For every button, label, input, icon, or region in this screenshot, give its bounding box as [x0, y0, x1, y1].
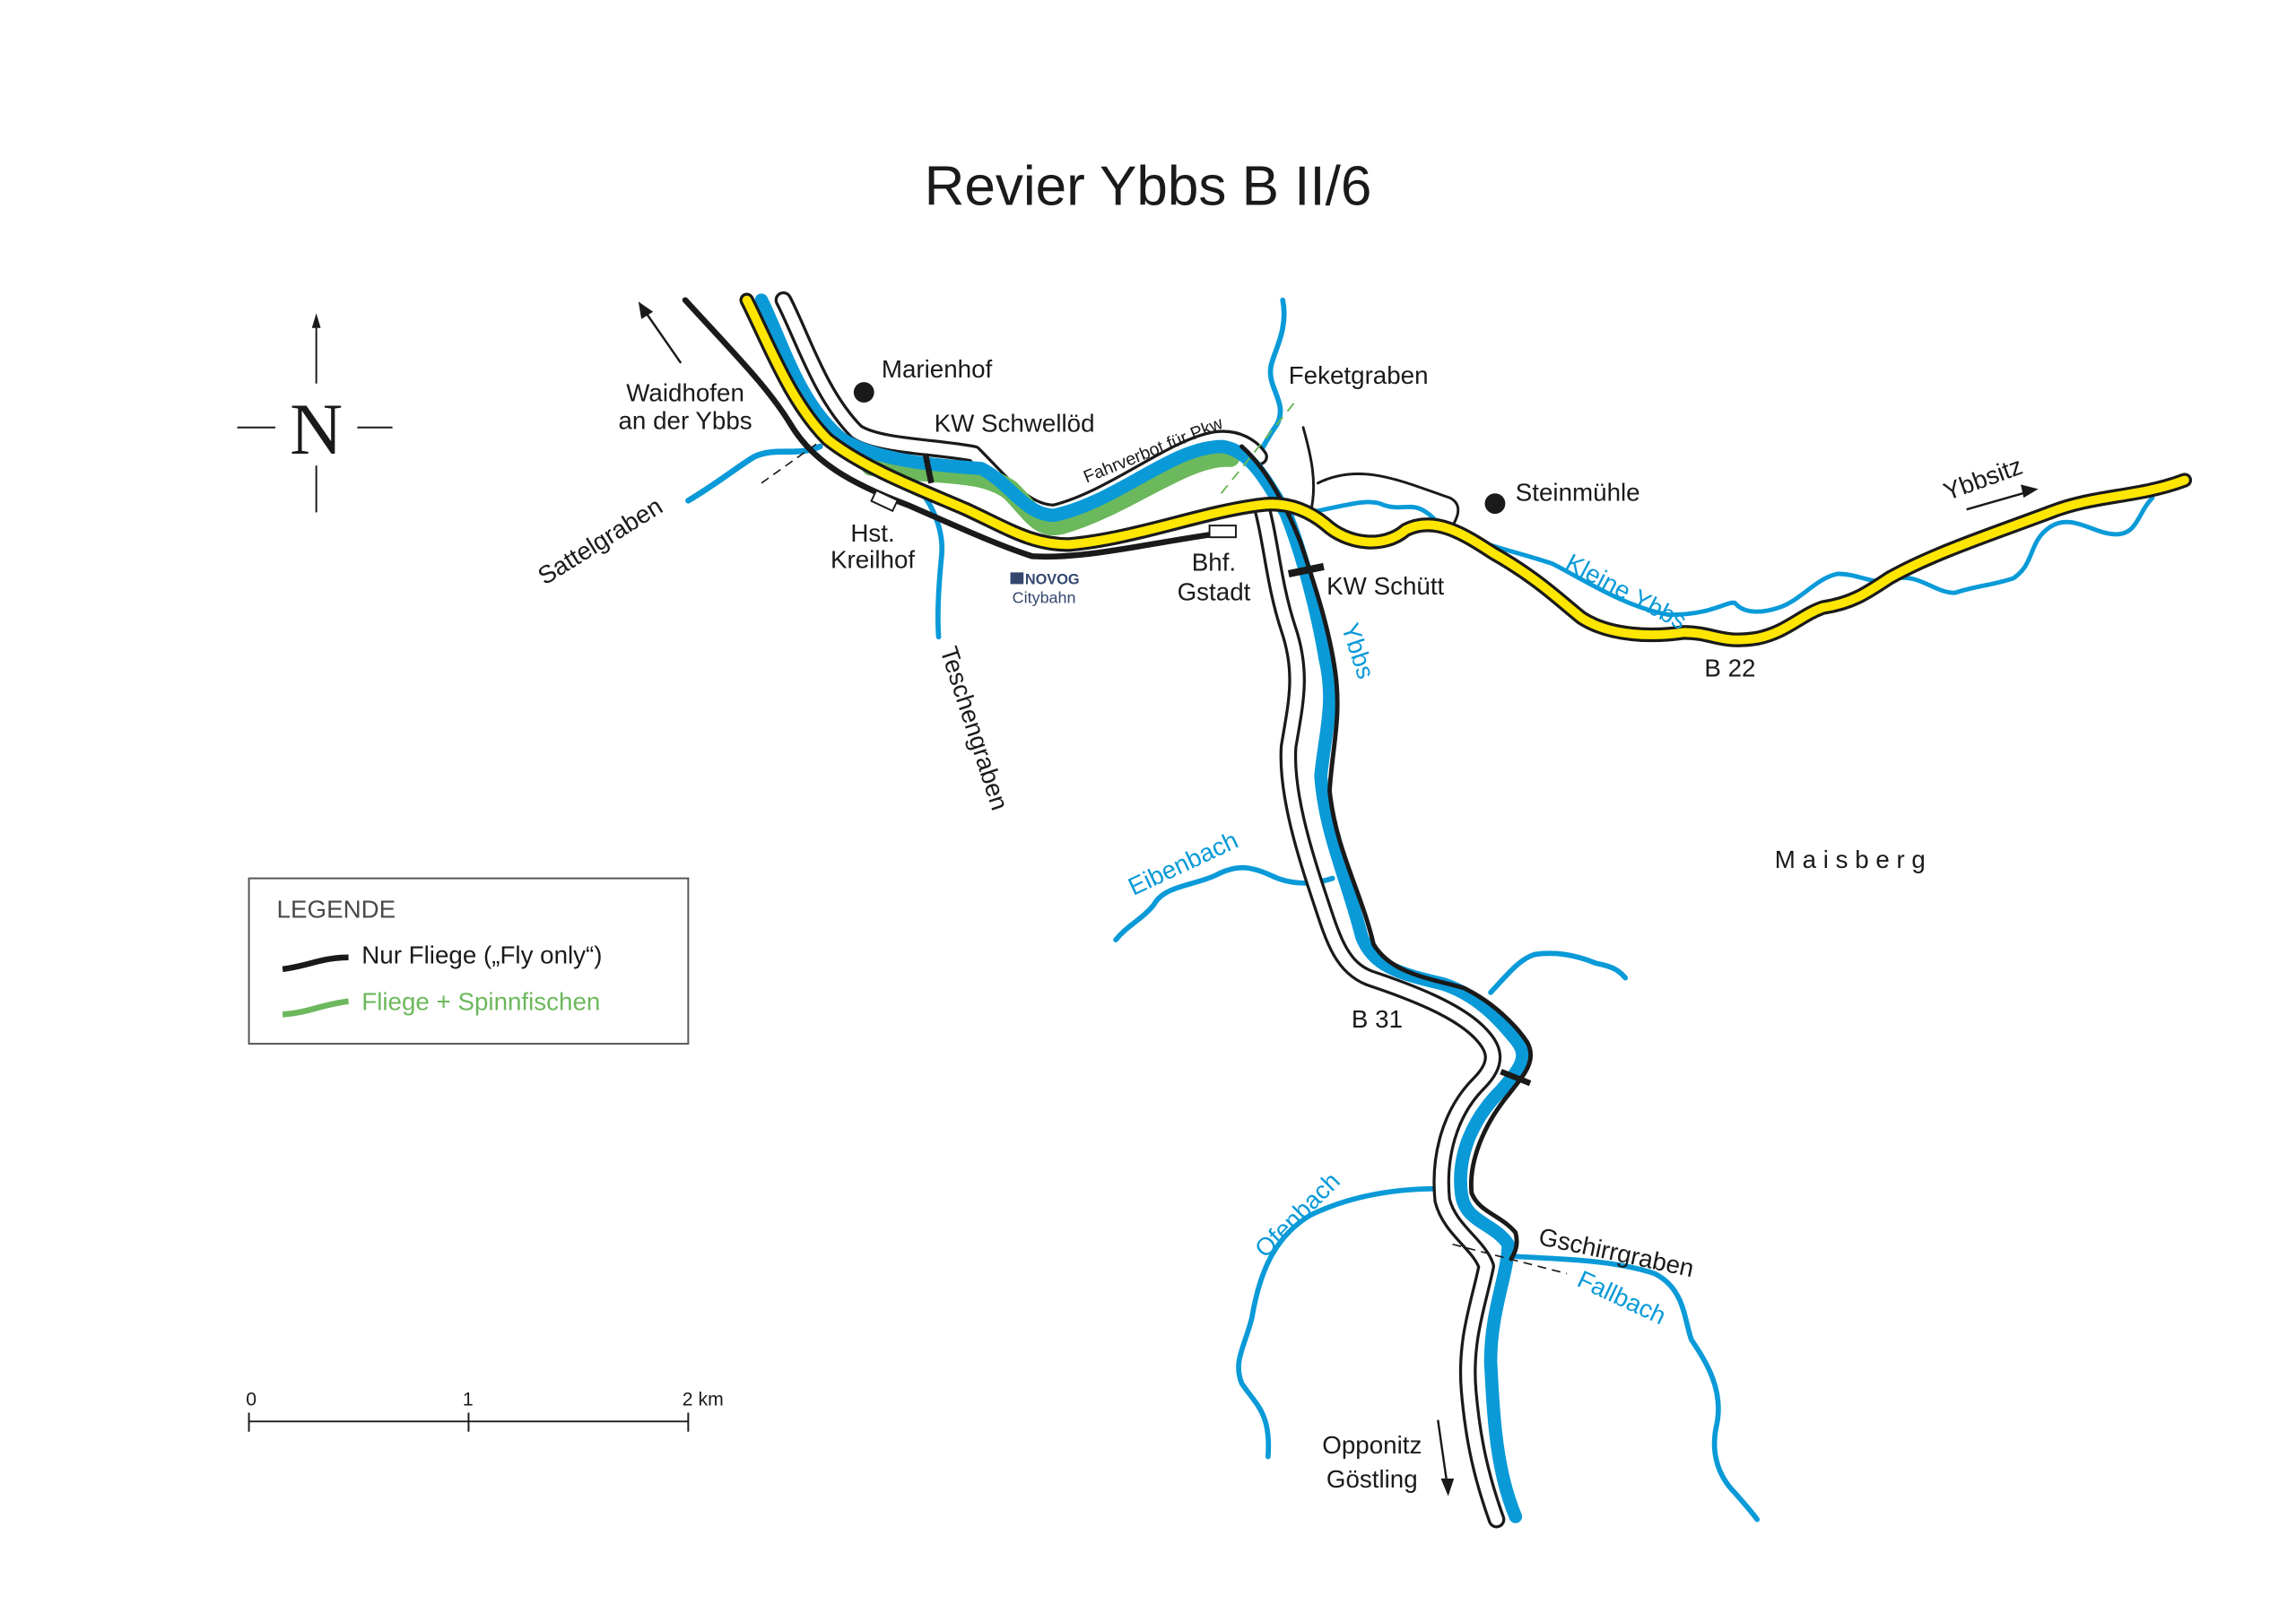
stream-eibenbach [1113, 864, 1335, 943]
scale-tick-2: 2 km [683, 1389, 724, 1409]
label-bhf: Bhf. [1192, 549, 1236, 577]
weir-kw-schuett [1287, 562, 1325, 578]
stream-east [1488, 950, 1629, 995]
weir-south [1500, 1069, 1532, 1087]
label-eibenbach: Eibenbach [1124, 826, 1242, 901]
station-kreilhof-icon [870, 489, 900, 513]
novog-logo-text: NOVOG [1025, 571, 1080, 587]
label-ofenbach: Ofenbach [1249, 1167, 1345, 1262]
section-fly-only [1239, 444, 1534, 1262]
label-hst: Hst. [850, 519, 894, 547]
label-gstadt: Gstadt [1178, 577, 1251, 605]
label-gschirrgraben: Gschirrgraben [1536, 1222, 1696, 1282]
station-gstadt-icon [1208, 525, 1237, 539]
label-citybahn: Citybahn [1013, 589, 1076, 607]
map-title: Revier Ybbs B II/6 [925, 156, 1372, 218]
scale-tick-1: 1 [463, 1389, 474, 1409]
label-kw-schwelloed: KW Schwellöd [935, 410, 1095, 438]
river-ybbs [754, 293, 1534, 1523]
label-kreilhof: Kreilhof [831, 545, 915, 573]
stream-feketgraben [1249, 297, 1287, 472]
label-marienhof: Marienhof [882, 355, 993, 383]
label-waidhofen: Waidhofen [626, 378, 744, 406]
label-kw-schuett: KW Schütt [1326, 572, 1444, 600]
village-steinmuehle-icon [1484, 493, 1506, 515]
stream-ofenbach [1236, 1185, 1441, 1460]
stream-fallbach [1505, 1253, 1761, 1522]
label-goestling: Göstling [1326, 1465, 1418, 1493]
label-ybbsitz: Ybbsitz [1940, 452, 2026, 506]
road-b31 [1253, 500, 1506, 1529]
label-steinmuehle: Steinmühle [1516, 478, 1640, 506]
legend-swatch-fly-only [282, 954, 349, 973]
label-b22: B 22 [1704, 654, 1755, 681]
scale-tick-0: 0 [246, 1389, 257, 1409]
compass-north-letter: N [290, 388, 343, 470]
stream-sattelgraben [685, 443, 823, 504]
compass-icon: N [237, 313, 393, 513]
label-teschengraben: Teschengraben [935, 643, 1013, 813]
arrow-opponitz-icon [1437, 1419, 1448, 1482]
arrow-waidhofen-icon [643, 309, 683, 364]
label-sattelgraben: Sattelgraben [533, 491, 667, 590]
legend: LEGENDE Nur Fliege („Fly only“) Fliege +… [248, 877, 690, 1045]
label-maisberg: M a i s b e r g [1775, 846, 1926, 873]
weir-kw-schwelloed [922, 453, 935, 484]
legend-label-fly-only: Nur Fliege („Fly only“) [361, 941, 602, 968]
railway-citybahn [682, 297, 1216, 560]
boundary-fly-spin [1220, 402, 1296, 494]
label-opponitz: Opponitz [1322, 1431, 1422, 1459]
legend-title: LEGENDE [277, 896, 396, 924]
village-marienhof-icon [853, 382, 874, 403]
arrow-ybbsitz-icon [1966, 490, 2029, 511]
road-b22 [739, 292, 2193, 647]
legend-swatch-fly-spin [282, 998, 349, 1018]
label-b31: B 31 [1352, 1005, 1403, 1033]
label-feketgraben: Feketgraben [1289, 361, 1429, 389]
scale-bar: 0 1 2 km [246, 1389, 724, 1432]
novog-logo: NOVOG [1010, 571, 1080, 587]
boundary-lines [761, 443, 1568, 1275]
legend-label-fly-spin: Fliege + Spinnfischen [361, 988, 600, 1016]
label-ybbs: Ybbs [1336, 620, 1380, 682]
section-fly-spin [861, 446, 1240, 536]
label-waidhofen-2: an der Ybbs [619, 406, 752, 434]
direction-arrows [638, 301, 2039, 1496]
